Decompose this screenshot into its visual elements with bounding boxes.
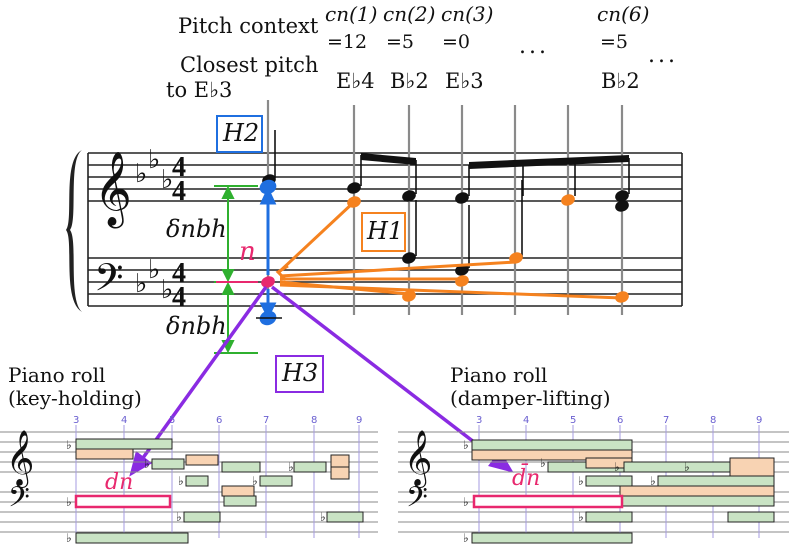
beat-label: 6 <box>617 415 624 426</box>
system-brace-icon <box>66 150 82 312</box>
context-pitch-2: B♭2 <box>390 69 429 93</box>
closest-pitch-target: to E♭3 <box>166 78 233 102</box>
h1-notes <box>347 194 629 303</box>
bass-clef-icon: 𝄢 <box>94 255 124 309</box>
svg-text:♭: ♭ <box>178 474 184 488</box>
context-value-6: =5 <box>600 31 629 53</box>
beat-label: 5 <box>570 415 577 426</box>
piano-roll-left-title: Piano roll <box>8 363 106 387</box>
beat-label: 3 <box>476 415 483 426</box>
h1-box <box>361 212 406 252</box>
piano-roll-key-holding: ♭ ♭ ♭ ♭ ♭ ♭ ♭ ♭ ♭ 𝄞 𝄢 <box>0 425 378 545</box>
beat-label: 9 <box>756 415 763 426</box>
beat-label: 3 <box>73 415 80 426</box>
flat-icon: ♭ <box>161 275 173 305</box>
beat-label: 8 <box>311 415 318 426</box>
context-label-2: cn(2) <box>383 2 436 26</box>
delta-range <box>214 185 258 354</box>
svg-text:♭: ♭ <box>684 460 690 474</box>
ellipsis-middle: ... <box>519 34 549 59</box>
piano-roll-right-title: Piano roll <box>450 363 548 387</box>
svg-text:♭: ♭ <box>540 456 546 470</box>
context-pitch-6: B♭2 <box>601 69 640 93</box>
pitch-context-label: Pitch context <box>178 14 319 38</box>
context-label-1: cn(1) <box>325 2 378 26</box>
n-label: n <box>239 237 256 267</box>
flat-icon: ♭ <box>135 269 147 299</box>
svg-text:♭: ♭ <box>650 474 656 488</box>
h2-box <box>216 115 263 153</box>
treble-staff <box>88 152 682 202</box>
score-notes <box>262 130 630 276</box>
h3-label: H3 <box>282 359 319 387</box>
flat-icon: ♭ <box>148 255 160 285</box>
context-value-1: =12 <box>327 31 368 53</box>
context-label-6: cn(6) <box>597 2 650 26</box>
treble-clef-icon: 𝄞 <box>94 152 132 229</box>
beat-label: 7 <box>263 415 270 426</box>
note-n <box>261 276 275 288</box>
time-signature-bass: 4 <box>172 258 186 289</box>
treble-clef-icon: 𝄞 <box>6 430 34 488</box>
beat-label: 6 <box>216 415 223 426</box>
svg-text:♭: ♭ <box>288 460 294 474</box>
onset-lines <box>266 100 624 322</box>
svg-text:♭: ♭ <box>578 510 584 524</box>
beat-label: 4 <box>523 415 530 426</box>
flat-icon: ♭ <box>148 145 160 175</box>
beat-label: 8 <box>710 415 717 426</box>
bass-clef-icon: 𝄢 <box>8 481 30 521</box>
h3-arrows <box>129 285 514 477</box>
svg-text:♭: ♭ <box>144 457 150 471</box>
svg-text:♭: ♭ <box>66 531 72 545</box>
beat-label: 7 <box>663 415 670 426</box>
piano-roll-damper-lifting: ♭ ♭ ♭ ♭ ♭ ♭ ♭ ♭ ♭ 𝄞 𝄢 <box>398 425 789 545</box>
piano-roll-left-subtitle: (key-holding) <box>8 386 142 410</box>
delta-nbh-lower: δnbh <box>166 312 227 340</box>
svg-text:♭: ♭ <box>578 474 584 488</box>
svg-text:♭: ♭ <box>66 495 72 509</box>
svg-text:♭: ♭ <box>320 510 326 524</box>
dn-label: dn <box>105 470 134 495</box>
ellipsis-right: ... <box>648 43 678 68</box>
svg-text:♭: ♭ <box>614 460 620 474</box>
context-value-2: =5 <box>386 31 415 53</box>
svg-text:♭: ♭ <box>463 495 469 509</box>
h3-box <box>275 355 324 393</box>
h2-arrows <box>259 179 277 326</box>
delta-nbh-upper: δnbh <box>166 215 227 243</box>
h1-arrows <box>275 200 623 300</box>
piano-roll-right-subtitle: (damper-lifting) <box>450 386 611 410</box>
svg-text:♭: ♭ <box>176 510 182 524</box>
time-signature-top: 4 <box>172 176 186 207</box>
treble-clef-icon: 𝄞 <box>404 430 432 488</box>
context-value-3: =0 <box>442 31 471 53</box>
svg-text:♭: ♭ <box>66 438 72 452</box>
h2-label: H2 <box>223 119 260 147</box>
context-pitch-3: E♭3 <box>445 69 484 93</box>
context-pitch-1: E♭4 <box>336 69 375 93</box>
flat-icon: ♭ <box>135 159 147 189</box>
h1-label: H1 <box>367 217 404 245</box>
bass-clef-icon: 𝄢 <box>406 481 428 521</box>
beat-label: 4 <box>121 415 128 426</box>
beat-label: 9 <box>356 415 363 426</box>
context-label-3: cn(3) <box>441 2 494 26</box>
svg-text:♭: ♭ <box>252 474 258 488</box>
beat-label: 5 <box>169 415 176 426</box>
flat-icon: ♭ <box>161 165 173 195</box>
svg-text:♭: ♭ <box>463 531 469 545</box>
time-signature-bass: 4 <box>172 282 186 313</box>
dn-bar-label: d̄n <box>512 466 541 491</box>
time-signature-top: 4 <box>172 152 186 183</box>
svg-text:♭: ♭ <box>463 438 469 452</box>
closest-pitch-label: Closest pitch <box>180 53 319 77</box>
